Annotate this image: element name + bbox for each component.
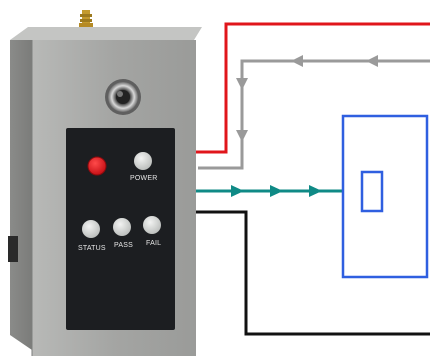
target-input-port <box>360 170 384 213</box>
signal-wire-teal <box>196 185 362 197</box>
gray-arrow-icon <box>291 55 303 67</box>
antenna-connector <box>79 10 93 29</box>
power-label: POWER <box>130 175 158 182</box>
device-top <box>10 27 202 40</box>
pass-label: PASS <box>114 242 133 249</box>
target-box-outline <box>341 114 429 279</box>
side-port <box>8 236 18 262</box>
gray-arrow-icon <box>236 78 248 90</box>
target-component <box>341 114 429 279</box>
test-device <box>8 10 202 356</box>
power-indicator-light <box>134 152 152 170</box>
ground-wire-black <box>196 210 430 336</box>
status-label: STATUS <box>78 245 106 252</box>
round-connector-port <box>105 79 141 115</box>
red-push-button[interactable] <box>87 156 107 176</box>
fail-indicator-light <box>143 216 161 234</box>
pass-indicator-light <box>113 218 131 236</box>
gray-arrow-icon <box>366 55 378 67</box>
return-wire-gray <box>198 55 430 170</box>
teal-arrow-icon <box>309 185 322 197</box>
gray-arrow-icon <box>236 130 248 142</box>
fail-label: FAIL <box>146 240 162 247</box>
status-indicator-light <box>82 220 100 238</box>
teal-arrow-icon <box>231 185 244 197</box>
power-wire-red <box>196 22 430 154</box>
teal-arrow-icon <box>270 185 283 197</box>
device-side <box>10 40 32 350</box>
